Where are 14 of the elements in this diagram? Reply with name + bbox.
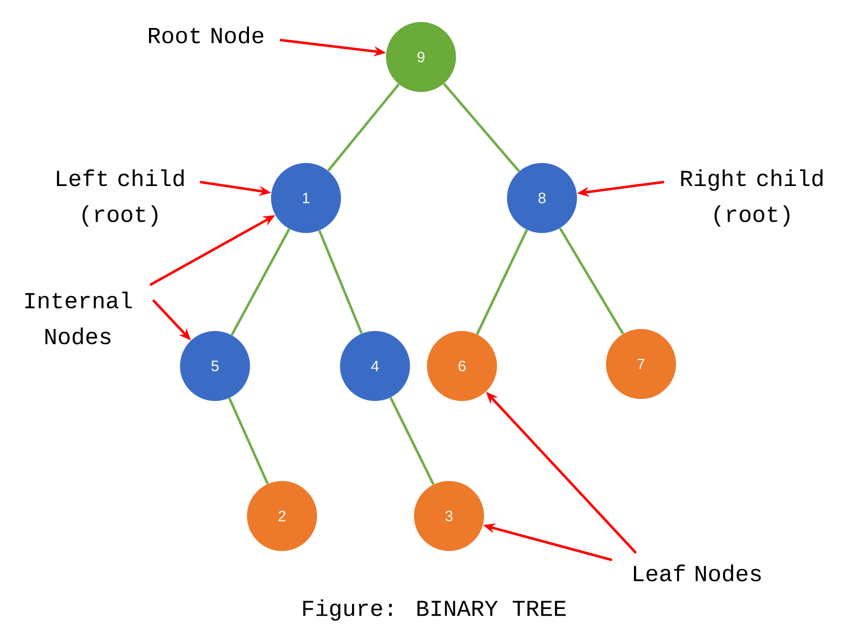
tree-edge — [389, 397, 435, 485]
caption: Figure: BINARY TREE — [303, 599, 566, 621]
tree-edge — [228, 398, 269, 484]
annotation-label: Right child (root) — [681, 169, 823, 227]
tree-edge — [327, 83, 400, 172]
tree-edge — [558, 228, 624, 334]
annotation-label: Root Node — [149, 26, 264, 44]
tree-edge — [442, 82, 520, 172]
tree-edge — [476, 229, 528, 335]
annotation-label: Left child (root) — [56, 169, 184, 227]
annotation-label: Internal Nodes — [25, 292, 132, 344]
annotation-label: Leaf Nodes — [634, 564, 761, 582]
tree-edge — [230, 228, 290, 336]
tree-edge — [318, 230, 363, 334]
